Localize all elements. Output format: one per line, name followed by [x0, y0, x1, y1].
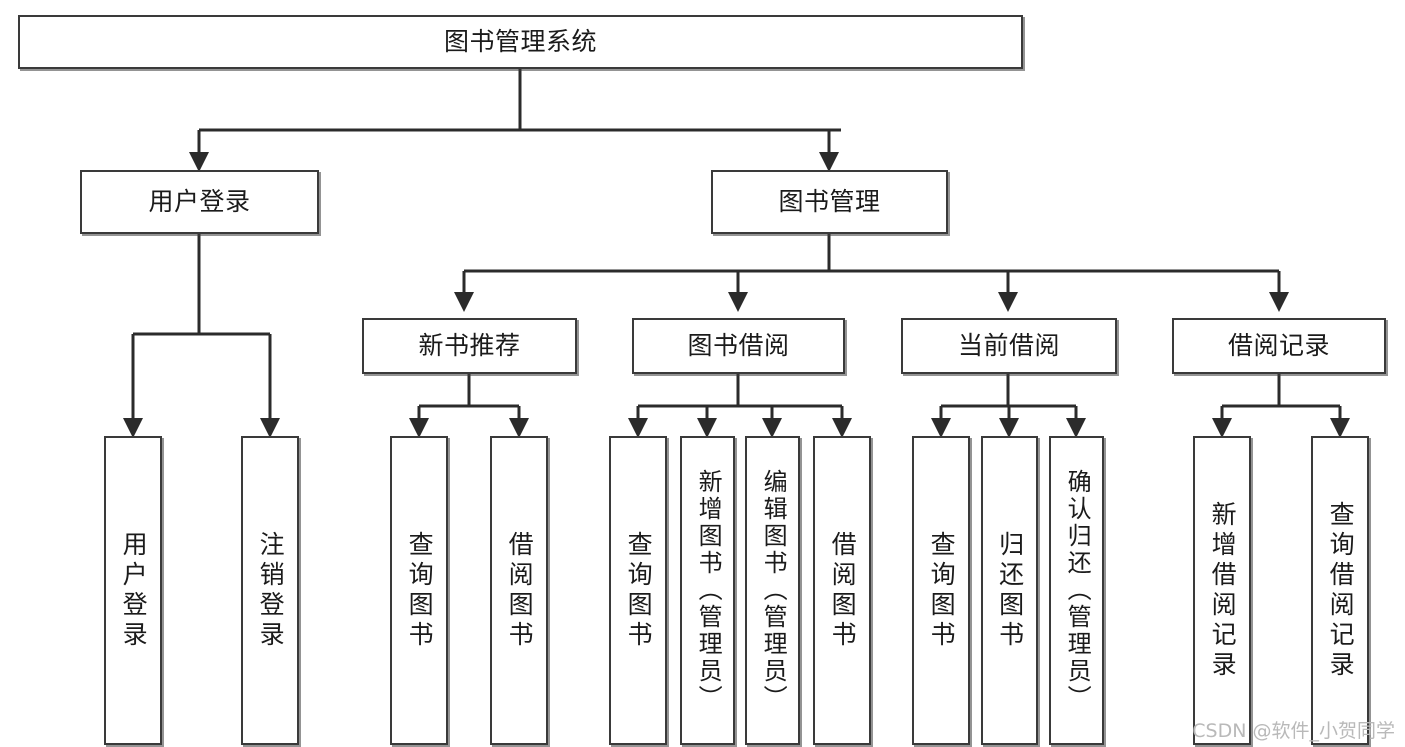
node-current-borrow[interactable]: 当前借阅 [901, 318, 1117, 374]
node-leaf-query-borrow-record-label: 查询借阅记录 [1326, 500, 1356, 681]
node-leaf-borrow-book-new-label: 借阅图书 [505, 530, 535, 651]
node-new-book-recommendation-label: 新书推荐 [418, 331, 521, 360]
node-leaf-return-book-label: 归还图书 [995, 530, 1025, 651]
node-leaf-query-book-borrow[interactable]: 查询图书 [609, 436, 667, 745]
node-book-management-label: 图书管理 [778, 187, 881, 216]
node-borrow-record-label: 借阅记录 [1227, 331, 1330, 360]
node-user-login-label: 用户登录 [148, 187, 251, 216]
watermark-text: CSDN @软件_小贺同学 [1192, 720, 1395, 742]
node-new-book-recommendation[interactable]: 新书推荐 [362, 318, 577, 374]
node-leaf-query-book-borrow-label: 查询图书 [624, 530, 654, 651]
node-leaf-borrow-book-new[interactable]: 借阅图书 [490, 436, 548, 745]
node-leaf-user-logout[interactable]: 注销登录 [241, 436, 299, 745]
node-leaf-user-login[interactable]: 用户登录 [104, 436, 162, 745]
node-leaf-borrow-book-label: 借阅图书 [828, 530, 858, 651]
node-leaf-query-book-new-label: 查询图书 [405, 530, 435, 651]
node-leaf-confirm-return[interactable]: 确认归还（管理员） [1049, 436, 1104, 745]
node-borrow-record[interactable]: 借阅记录 [1172, 318, 1386, 374]
node-leaf-query-book-current[interactable]: 查询图书 [912, 436, 970, 745]
node-user-login[interactable]: 用户登录 [80, 170, 319, 234]
node-leaf-return-book[interactable]: 归还图书 [981, 436, 1038, 745]
node-leaf-edit-book[interactable]: 编辑图书（管理员） [745, 436, 800, 745]
node-book-borrow-label: 图书借阅 [687, 331, 790, 360]
node-root-label: 图书管理系统 [443, 27, 597, 56]
node-leaf-borrow-book[interactable]: 借阅图书 [813, 436, 871, 745]
node-leaf-add-book[interactable]: 新增图书（管理员） [680, 436, 735, 745]
node-book-borrow[interactable]: 图书借阅 [632, 318, 845, 374]
node-leaf-add-book-label: 新增图书（管理员） [694, 469, 723, 712]
node-leaf-user-logout-label: 注销登录 [256, 530, 286, 651]
node-root[interactable]: 图书管理系统 [18, 15, 1023, 69]
node-current-borrow-label: 当前借阅 [957, 331, 1060, 360]
node-leaf-edit-book-label: 编辑图书（管理员） [759, 469, 788, 712]
node-leaf-query-book-current-label: 查询图书 [927, 530, 957, 651]
node-leaf-query-borrow-record[interactable]: 查询借阅记录 [1311, 436, 1369, 745]
node-leaf-user-login-label: 用户登录 [119, 530, 149, 651]
node-book-management[interactable]: 图书管理 [711, 170, 948, 234]
node-leaf-add-borrow-record[interactable]: 新增借阅记录 [1193, 436, 1251, 745]
node-leaf-add-borrow-record-label: 新增借阅记录 [1208, 500, 1238, 681]
node-leaf-query-book-new[interactable]: 查询图书 [390, 436, 448, 745]
node-leaf-confirm-return-label: 确认归还（管理员） [1063, 469, 1092, 712]
